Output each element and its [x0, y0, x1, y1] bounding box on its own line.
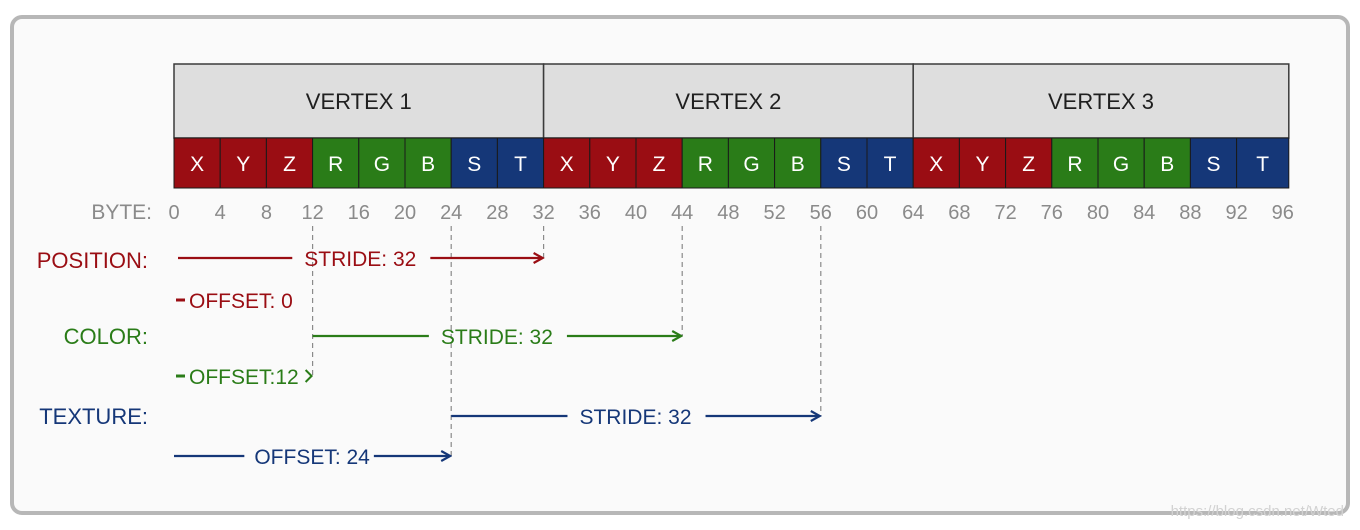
- component-label: T: [1256, 153, 1269, 176]
- component-label: G: [1113, 153, 1129, 176]
- component-cell-g: [1097, 137, 1145, 189]
- component-label: Z: [653, 153, 666, 176]
- component-label: B: [791, 153, 805, 176]
- component-cell-g: [727, 137, 776, 189]
- byte-axis-label: BYTE:: [91, 201, 152, 224]
- attribute-name-texture: TEXTURE:: [39, 404, 148, 429]
- component-cell-y: [958, 137, 1007, 189]
- attribute-rows: POSITION: STRIDE: 32 OFFSET: 0 COLOR: STRIDE…: [37, 248, 820, 469]
- component-label: Y: [236, 153, 250, 176]
- component-label: X: [929, 153, 943, 176]
- component-cell-z: [1005, 137, 1053, 189]
- component-cell-t: [1236, 137, 1290, 189]
- component-label: Z: [283, 153, 296, 176]
- component-label: Y: [606, 153, 620, 176]
- component-label: T: [884, 153, 897, 176]
- component-cell-t: [866, 137, 914, 189]
- component-label: R: [698, 153, 713, 176]
- byte-tick: 12: [301, 202, 323, 224]
- vertex-header-3: [912, 63, 1290, 139]
- offset-color-arrowhead: [304, 369, 314, 383]
- byte-tick: 76: [1041, 202, 1063, 224]
- component-label: T: [514, 153, 527, 176]
- byte-tick: 68: [948, 202, 970, 224]
- byte-tick: 44: [671, 202, 693, 224]
- stride-color-label: STRIDE: 32: [441, 326, 553, 349]
- component-cell-x: [543, 137, 591, 189]
- component-label: B: [421, 153, 435, 176]
- component-cell-g: [358, 137, 406, 189]
- offset-texture-label: OFFSET: 24: [254, 446, 370, 469]
- stride-position-label: STRIDE: 32: [304, 248, 416, 271]
- byte-tick: 16: [348, 202, 370, 224]
- byte-tick: 32: [532, 202, 554, 224]
- component-cell-r: [312, 137, 360, 189]
- component-cell-r: [681, 137, 729, 189]
- byte-tick: 96: [1272, 202, 1294, 224]
- byte-tick: 56: [810, 202, 832, 224]
- byte-tick: 72: [994, 202, 1016, 224]
- component-cell-s: [1189, 137, 1238, 189]
- vertex-header-2: [542, 63, 914, 139]
- component-label: X: [190, 153, 204, 176]
- byte-tick: 40: [625, 202, 647, 224]
- byte-tick: 80: [1087, 202, 1109, 224]
- component-label: G: [743, 153, 759, 176]
- byte-tick: 4: [215, 202, 226, 224]
- stride-texture-label: STRIDE: 32: [579, 406, 691, 429]
- vertex-header-row: VERTEX 1 VERTEX 2 VERTEX 3: [173, 63, 1290, 139]
- byte-tick: 36: [579, 202, 601, 224]
- vertex-header-1: [173, 63, 545, 139]
- offset-color-label: OFFSET:12: [189, 366, 299, 389]
- byte-tick: 48: [717, 202, 739, 224]
- dashed-guides: [312, 226, 822, 456]
- byte-tick: 8: [261, 202, 272, 224]
- byte-tick: 84: [1133, 202, 1155, 224]
- component-cell-t: [496, 137, 545, 189]
- component-cell-y: [589, 137, 637, 189]
- component-cell-x: [173, 137, 221, 189]
- component-label: R: [328, 153, 343, 176]
- component-label: B: [1160, 153, 1174, 176]
- component-label: X: [560, 153, 574, 176]
- offset-position-label: OFFSET: 0: [189, 290, 293, 313]
- component-label: S: [1206, 153, 1220, 176]
- byte-tick: 24: [440, 202, 462, 224]
- byte-tick: 0: [168, 202, 179, 224]
- component-label: S: [467, 153, 481, 176]
- byte-tick: 60: [856, 202, 878, 224]
- byte-tick: 92: [1225, 202, 1247, 224]
- vertex-header-label: VERTEX 1: [306, 89, 412, 114]
- component-cell-x: [912, 137, 960, 189]
- attribute-name-position: POSITION:: [37, 248, 148, 273]
- vertex-header-label: VERTEX 2: [675, 89, 781, 114]
- byte-tick: 64: [902, 202, 924, 224]
- component-cell-b: [774, 137, 822, 189]
- component-cell-z: [265, 137, 314, 189]
- byte-tick: 28: [486, 202, 508, 224]
- watermark: https://blog.csdn.net/Wted: [1170, 503, 1344, 520]
- vertex-header-label: VERTEX 3: [1048, 89, 1154, 114]
- component-label: G: [374, 153, 390, 176]
- component-cell-s: [820, 137, 868, 189]
- component-cell-b: [404, 137, 452, 189]
- byte-tick: 20: [394, 202, 416, 224]
- component-cell-y: [219, 137, 267, 189]
- component-label: S: [837, 153, 851, 176]
- attribute-name-color: COLOR:: [64, 324, 148, 349]
- byte-tick: 52: [763, 202, 785, 224]
- component-label: R: [1067, 153, 1082, 176]
- byte-tick: 88: [1179, 202, 1201, 224]
- component-label: Z: [1022, 153, 1035, 176]
- component-label: Y: [975, 153, 989, 176]
